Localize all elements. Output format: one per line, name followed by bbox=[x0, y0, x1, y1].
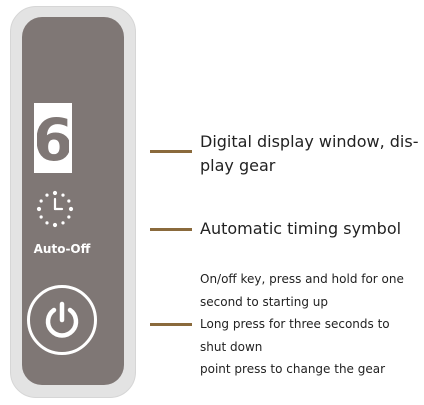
power-key-leader-line bbox=[150, 323, 192, 326]
power-key-callout-line4: shut down bbox=[200, 339, 263, 354]
timer-dot bbox=[36, 206, 42, 212]
timing-symbol-callout-line1: Automatic timing symbol bbox=[200, 219, 402, 238]
display-digit: 6 bbox=[37, 106, 69, 170]
timing-symbol-leader-line bbox=[150, 228, 192, 231]
timer-dot bbox=[61, 193, 65, 197]
power-key-callout-line3: Long press for three seconds to bbox=[200, 317, 390, 331]
timer-dot bbox=[52, 222, 58, 228]
display-window-leader-line bbox=[150, 150, 192, 153]
timer-dot bbox=[39, 215, 43, 219]
power-key-callout-line5: point press to change the gear bbox=[200, 362, 386, 376]
power-key-callout-line2: second to starting up bbox=[200, 294, 329, 309]
timer-dot bbox=[39, 199, 43, 203]
timer-dot bbox=[67, 215, 71, 219]
power-key-callout-line1: On/off key, press and hold for one bbox=[200, 272, 404, 286]
timer-dot bbox=[68, 206, 74, 212]
display-window-callout-line2: play gear bbox=[200, 156, 276, 175]
clock-icon bbox=[35, 189, 75, 229]
display-window-callout: Digital display window, dis- play gear bbox=[200, 130, 418, 178]
timer-dot bbox=[45, 193, 49, 197]
power-button[interactable] bbox=[27, 285, 97, 355]
auto-off-label: Auto-Off bbox=[33, 242, 91, 256]
digital-display-window: 6 bbox=[34, 103, 72, 173]
display-digit-graphic: 6 bbox=[37, 106, 69, 170]
timer-dot bbox=[61, 221, 65, 225]
timer-dot bbox=[45, 221, 49, 225]
power-key-callout: On/off key, press and hold for one secon… bbox=[200, 268, 404, 381]
timing-symbol-callout: Automatic timing symbol bbox=[200, 217, 401, 241]
timer-dot bbox=[67, 199, 71, 203]
power-icon bbox=[45, 301, 79, 338]
timer-dot bbox=[52, 190, 58, 196]
display-window-callout-line1: Digital display window, dis- bbox=[200, 132, 419, 151]
